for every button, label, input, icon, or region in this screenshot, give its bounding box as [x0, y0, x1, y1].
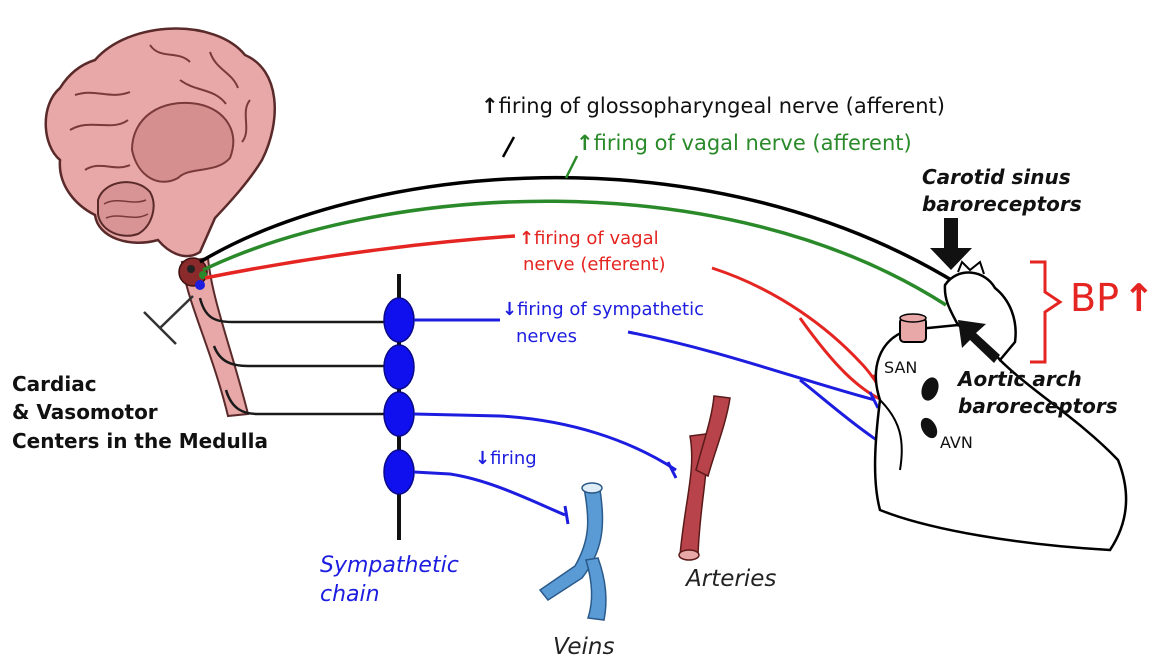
glossopharyngeal-label: ↑firing of glossopharyngeal nerve (affer… — [481, 94, 945, 119]
vagal-afferent-text: firing of vagal nerve (afferent) — [594, 131, 912, 155]
down-arrow-icon: ↓ — [475, 448, 490, 469]
carotid-arrow-icon — [930, 218, 972, 270]
down-arrow-icon: ↓ — [502, 299, 517, 320]
medulla-centers-label: Cardiac & Vasomotor Centers in the Medul… — [12, 370, 268, 455]
carotid-label: Carotid sinus baroreceptors — [922, 164, 1082, 218]
san-label: SAN — [884, 358, 917, 377]
bp-bracket — [1030, 262, 1060, 362]
up-arrow-icon: ↑ — [576, 131, 594, 155]
veins-label: Veins — [553, 634, 615, 662]
aortic-label: Aortic arch baroreceptors — [958, 366, 1118, 420]
glossopharyngeal-leader — [503, 137, 514, 157]
sympathetic-chain-line2: chain — [320, 581, 459, 610]
vagal-efferent-to-san — [712, 268, 878, 384]
vagal-efferent-label: ↑firing of vagal nerve (efferent) — [519, 226, 665, 278]
sympathetic-chain-line1: Sympathetic — [320, 552, 459, 581]
artery-icon — [679, 396, 730, 560]
up-arrow-icon: ↑ — [1123, 276, 1155, 320]
aortic-line2: baroreceptors — [958, 393, 1118, 420]
brain-icon — [46, 29, 275, 257]
carotid-line2: baroreceptors — [922, 191, 1082, 218]
centers-line3: Centers in the Medulla — [12, 427, 268, 455]
vagal-efferent-line1: firing of vagal — [534, 228, 659, 249]
medulla-chain-connection-1 — [200, 298, 398, 322]
sympathetic-nerve-to-arteries — [414, 414, 676, 470]
centers-line2: & Vasomotor — [12, 398, 268, 426]
medulla-chain-connection-2 — [214, 346, 398, 366]
glossopharyngeal-text: firing of glossopharyngeal nerve (affere… — [499, 94, 945, 118]
medulla-pointer — [144, 296, 193, 344]
up-arrow-icon: ↑ — [519, 228, 534, 249]
vagal-efferent-line2: nerve (efferent) — [523, 252, 665, 278]
centers-line1: Cardiac — [12, 370, 268, 398]
vagal-afferent-leader — [566, 156, 577, 178]
carotid-line1: Carotid sinus — [922, 164, 1082, 191]
sympathetic-ganglion-icon — [384, 298, 414, 494]
vein-icon — [540, 483, 606, 620]
sympathetic-chain-label: Sympathetic chain — [320, 552, 459, 609]
avn-label: AVN — [940, 433, 973, 452]
up-arrow-icon: ↑ — [481, 94, 499, 118]
aortic-line1: Aortic arch — [958, 366, 1118, 393]
sympathetic-firing-text: firing — [490, 448, 537, 469]
arteries-label: Arteries — [686, 566, 776, 594]
vagal-efferent-nerve — [205, 236, 515, 278]
sympathetic-nerves-line1: firing of sympathetic — [517, 299, 704, 320]
sympathetic-firing-label: ↓firing — [475, 448, 537, 470]
sympathetic-nerves-line2: nerves — [516, 323, 704, 350]
sympathetic-nerve-to-veins — [414, 472, 565, 515]
bp-label: BP↑ — [1070, 276, 1155, 322]
sympathetic-nerves-label: ↓firing of sympathetic nerves — [502, 296, 704, 350]
bp-text: BP — [1070, 276, 1119, 320]
vagal-afferent-label: ↑firing of vagal nerve (afferent) — [576, 131, 912, 156]
